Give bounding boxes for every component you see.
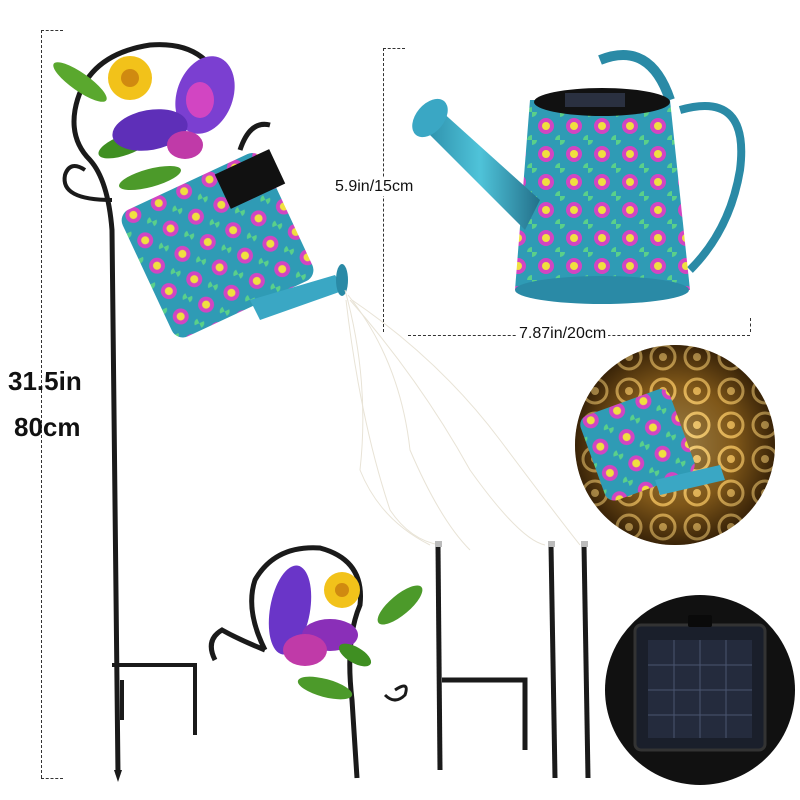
small-stakes (435, 544, 591, 779)
fairy-light-strands (344, 289, 581, 551)
can-height-top-tick (383, 48, 405, 49)
main-stake (62, 42, 228, 782)
can-height-label: 5.9in/15cm (333, 178, 416, 196)
flower-decoration (108, 56, 152, 100)
butterfly-decoration (112, 56, 235, 159)
height-dimension-top-tick (41, 30, 63, 31)
can-width-label: 7.87in/20cm (517, 325, 609, 343)
height-dimension-line (41, 30, 42, 778)
can-width-right-tick (750, 318, 751, 332)
height-label-inches: 31.5in (8, 366, 82, 396)
solar-panel-inset (605, 595, 795, 785)
hanging-watering-can (121, 121, 348, 338)
watering-can-dimension-view (412, 50, 746, 304)
night-glow-inset (575, 345, 775, 545)
height-label-cm: 80cm (14, 412, 81, 442)
height-dimension-bottom-tick (41, 778, 63, 779)
decorative-hook-piece (208, 545, 423, 779)
